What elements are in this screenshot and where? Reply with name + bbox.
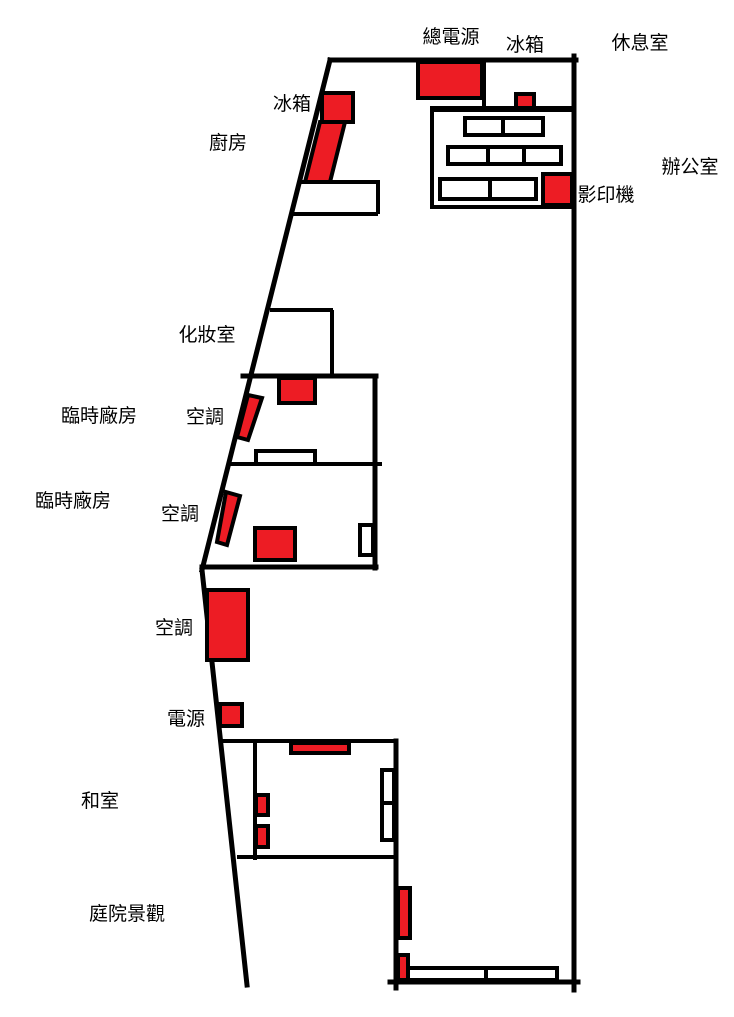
label-temp-plant-1: 臨時廠房 — [61, 404, 137, 427]
label-restroom: 化妝室 — [178, 324, 235, 346]
label-kitchen: 廚房 — [209, 131, 247, 154]
label-ac-2: 空調 — [161, 503, 199, 525]
label-fridge-top: 冰箱 — [506, 34, 544, 56]
label-break-room: 休息室 — [611, 32, 668, 54]
main-power-box — [416, 60, 484, 100]
japanese-room-outlet — [254, 793, 270, 817]
japanese-room-heater — [289, 741, 351, 755]
label-japanese-room: 和室 — [81, 790, 119, 812]
temp-plant-2-equipment — [253, 526, 297, 562]
kitchen-fridge-box — [320, 91, 355, 124]
temp-plant-1-table — [254, 449, 317, 466]
label-garden: 庭院景觀 — [89, 903, 165, 925]
ac-unit-2 — [214, 489, 243, 548]
japanese-room-outlet — [254, 824, 270, 849]
ac-unit-1 — [234, 392, 265, 443]
label-main-power: 總電源 — [422, 26, 479, 48]
fridge-top-box — [514, 92, 536, 110]
copier-box — [541, 172, 574, 207]
temp-plant-2-door — [358, 523, 375, 557]
office-desks — [438, 116, 563, 201]
left-slanted-wall — [198, 56, 334, 574]
label-ac-3: 空調 — [155, 617, 193, 639]
bottom-bench — [406, 966, 559, 982]
office-room — [430, 108, 576, 209]
label-copier: 影印機 — [577, 184, 634, 206]
label-ac-1: 空調 — [186, 406, 224, 428]
ac-unit-3 — [205, 588, 250, 662]
label-power: 電源 — [167, 708, 205, 730]
temp-plant-1-equipment — [277, 376, 317, 405]
label-temp-plant-2: 臨時廠房 — [35, 489, 111, 512]
desk-row — [446, 145, 563, 166]
bottom-equipment — [396, 886, 412, 940]
label-fridge-kitchen: 冰箱 — [273, 93, 311, 115]
power-box — [218, 702, 244, 728]
label-office: 辦公室 — [661, 156, 718, 178]
